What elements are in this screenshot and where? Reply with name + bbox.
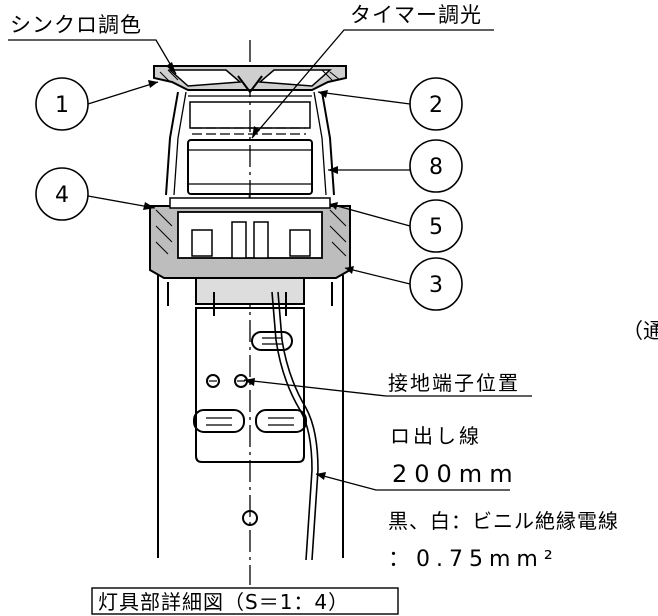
- label-ground-terminal: 接地端子位置: [388, 371, 520, 395]
- globe: [165, 91, 335, 196]
- label-lead-length: 200mm: [392, 460, 520, 488]
- pole-body: [157, 275, 344, 558]
- svg-text:2: 2: [429, 93, 443, 118]
- top-cap: [153, 65, 347, 94]
- label-synchro-dimming: シンクロ調色: [10, 13, 142, 37]
- callout-8: 8: [409, 139, 463, 193]
- leader-lines: [8, 29, 532, 491]
- callout-1: 1: [35, 77, 89, 131]
- label-lead-wire: ロ出し線: [390, 424, 482, 448]
- svg-text:3: 3: [429, 273, 443, 298]
- socket-mount: [195, 277, 305, 316]
- svg-text:1: 1: [55, 93, 69, 118]
- label-timer-dimming: タイマー調光: [350, 3, 482, 27]
- lower-housing: [149, 197, 351, 279]
- svg-text:5: 5: [429, 215, 443, 240]
- lead-wires: [271, 291, 319, 561]
- leader-arrowheads: [143, 62, 354, 480]
- label-wire-spec: 黒、白：ビニル絶縁電線: [388, 509, 619, 533]
- callout-5: 5: [409, 199, 463, 253]
- drawing-title: 灯具部詳細図（S＝1：4）: [98, 590, 349, 614]
- callout-3: 3: [409, 257, 463, 311]
- label-cut-off: （通: [622, 319, 658, 343]
- svg-text:4: 4: [55, 183, 69, 208]
- callout-2: 2: [409, 77, 463, 131]
- svg-text:8: 8: [429, 155, 443, 180]
- terminal-board: [193, 307, 307, 526]
- label-wire-size: ：0.75mm²: [388, 547, 559, 572]
- callout-4: 4: [35, 167, 89, 221]
- title-box: 灯具部詳細図（S＝1：4）: [91, 587, 399, 615]
